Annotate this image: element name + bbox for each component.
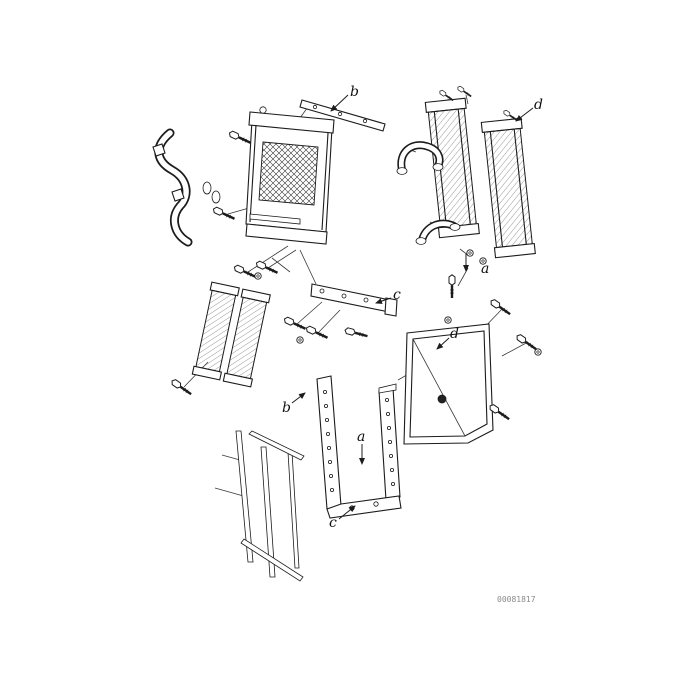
hose-clamp-ring (211, 190, 221, 204)
bolt (514, 332, 540, 353)
u-frame-bracket (316, 375, 402, 519)
cooler-hose-upper (396, 141, 444, 175)
seal-strip (240, 538, 304, 582)
seal-strip (248, 430, 305, 461)
bracket-bar (310, 283, 391, 313)
seal-strip (260, 446, 276, 578)
radiator-core (258, 141, 319, 206)
aftercooler-panel-left (191, 281, 240, 381)
washer (254, 272, 262, 280)
seal-strips (235, 430, 305, 582)
callout-b-left: b (282, 400, 291, 416)
radiator-side-channel (249, 124, 257, 223)
callout-d-top: d (534, 97, 543, 113)
hose-clamp-fitting (152, 143, 166, 157)
bolt (227, 129, 253, 147)
seal-strip (287, 451, 300, 569)
callout-c-middle: c (393, 287, 401, 303)
hose-clamp-fitting (171, 188, 185, 202)
bolt (488, 297, 514, 318)
shroud-inner (409, 330, 488, 438)
radiator-side-channel (321, 132, 329, 231)
washer (444, 316, 452, 324)
shroud-drain-hole (437, 394, 447, 404)
bolt (455, 84, 474, 99)
frame-left-rail (316, 375, 342, 510)
bolt (304, 324, 330, 342)
shroud-panel (403, 323, 494, 445)
frame-right-rail (378, 387, 401, 501)
callout-b-top: b (350, 84, 359, 100)
shroud-outer (403, 323, 494, 445)
part-number: 00081817 (497, 595, 536, 604)
callouts: b d a c d b a c (282, 84, 543, 531)
washer (296, 336, 304, 344)
aftercooler-panel-right (222, 288, 271, 388)
hose-clamp-ring (202, 181, 212, 195)
frame-top-flange (378, 383, 397, 394)
mounting-bar (299, 99, 386, 132)
bracket-end-plate (384, 297, 398, 317)
washer (466, 249, 474, 257)
radiator-filler-cap (259, 106, 267, 114)
upper-mounting-bar (299, 99, 386, 132)
cooler-hose-lower (415, 219, 461, 245)
callout-a-right: a (481, 261, 489, 277)
seal-strip (235, 430, 254, 563)
bolt (343, 326, 370, 341)
bolt (232, 263, 258, 281)
oil-cooler-left (424, 97, 480, 239)
radiator-top-tank (248, 111, 335, 134)
oil-cooler-right (480, 117, 536, 259)
washer (534, 348, 542, 356)
callout-d-middle: d (450, 326, 459, 342)
bolt (447, 273, 457, 300)
radiator-bottom-tank (245, 223, 328, 245)
radiator-hose-assembly (152, 128, 221, 247)
frame-bottom-plate (326, 495, 402, 519)
radiator-lower-brace (249, 213, 301, 225)
bolt (211, 205, 237, 223)
support-bracket-middle (310, 283, 398, 317)
callout-c-bottom: c (329, 515, 337, 531)
callout-a-center: a (357, 429, 365, 445)
radiator-assembly (245, 106, 335, 245)
